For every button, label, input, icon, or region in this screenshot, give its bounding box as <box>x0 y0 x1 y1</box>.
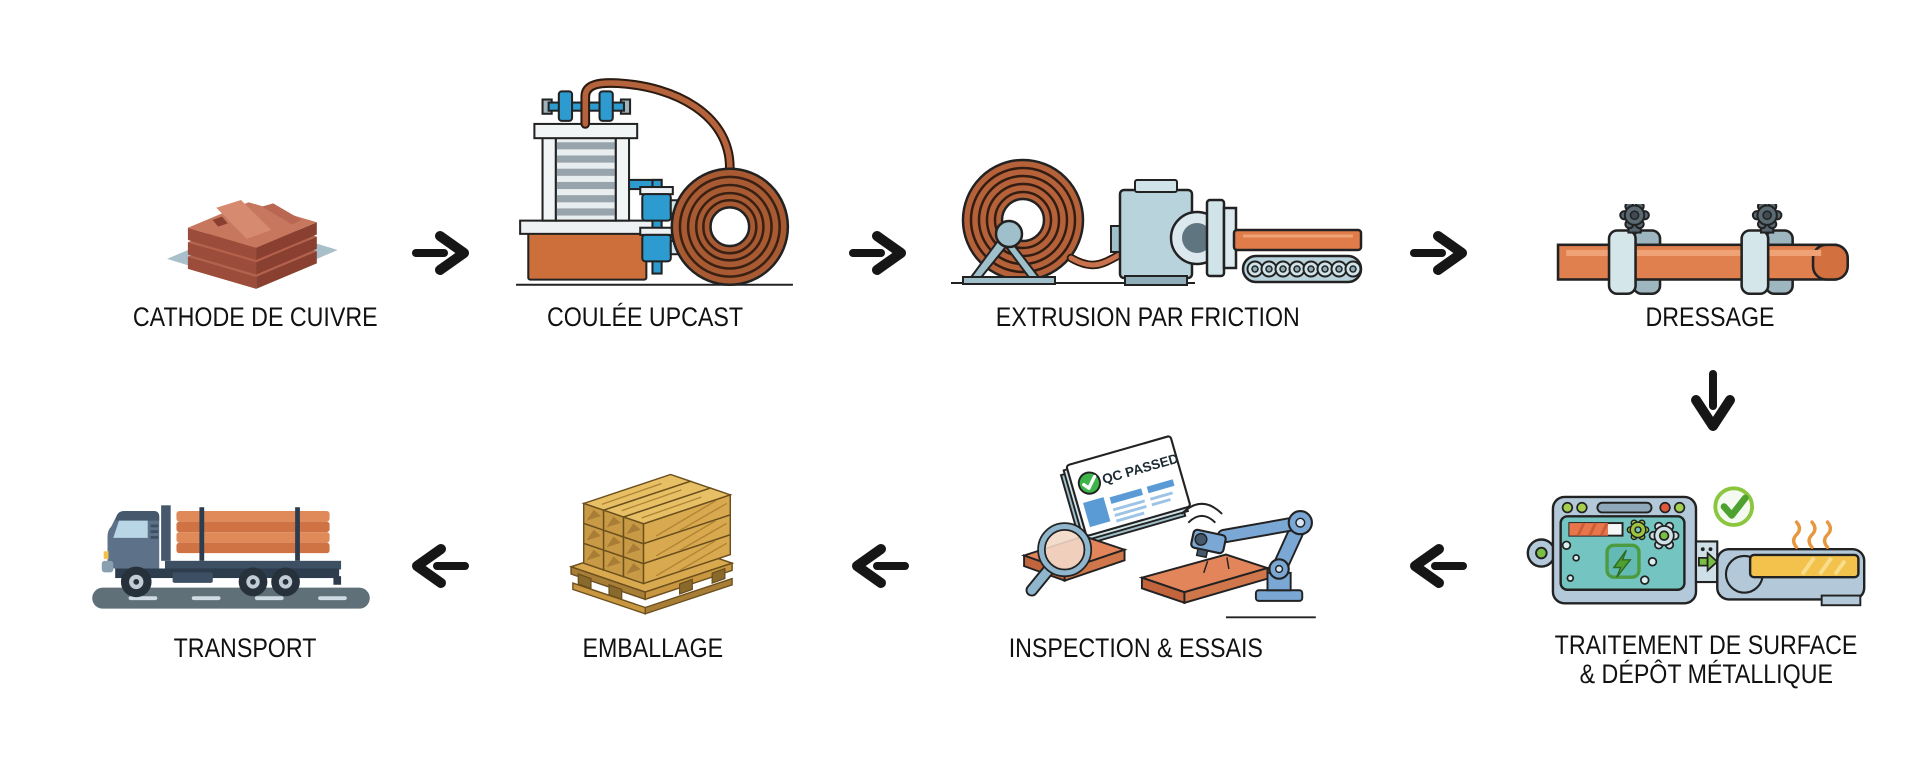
step-label-text: TRANSPORT <box>173 633 317 663</box>
step-coulee-upcast <box>512 78 797 292</box>
flatbed-truck-icon <box>92 505 370 609</box>
flow-arrow-2-right-icon <box>845 228 911 278</box>
step-label-upcast: COULÉE UPCAST <box>465 303 825 332</box>
flow-arrow-5-left-icon <box>1405 541 1471 591</box>
step-label-cathode: CATHODE DE CUIVRE <box>75 303 435 332</box>
step-label-dressage: DRESSAGE <box>1530 303 1890 332</box>
step-label-text: COULÉE UPCAST <box>546 302 744 332</box>
rod-straightening-clamps-icon <box>1556 204 1849 296</box>
step-label-transport: TRANSPORT <box>65 634 425 663</box>
flow-arrow-7-left-icon <box>407 541 473 591</box>
step-label-emballage: EMBALLAGE <box>473 634 833 663</box>
step-traitement-de-surface <box>1522 462 1870 617</box>
upcast-casting-machine-icon <box>516 78 793 287</box>
step-label-text: DRESSAGE <box>1645 302 1775 332</box>
step-label-text: EMBALLAGE <box>582 633 724 663</box>
flow-arrow-1-right-icon <box>408 228 474 278</box>
step-label-extrusion: EXTRUSION PAR FRICTION <box>968 303 1328 332</box>
flow-arrow-6-left-icon <box>847 541 913 591</box>
flow-arrow-3-right-icon <box>1406 228 1472 278</box>
step-dressage <box>1556 204 1862 306</box>
step-cathode-de-cuivre <box>150 150 368 300</box>
step-extrusion-par-friction <box>945 138 1365 288</box>
friction-extrusion-machine-icon <box>951 158 1363 286</box>
step-label-traitement: TRAITEMENT DE SURFACE & DÉPÔT MÉTALLIQUE <box>1526 631 1886 689</box>
pallet-with-crates-icon <box>568 473 735 615</box>
step-emballage <box>562 458 752 624</box>
inspection-robot-arm-icon: QC PASSED <box>1021 435 1316 619</box>
surface-treatment-machine-icon <box>1526 486 1866 607</box>
step-label-text: CATHODE DE CUIVRE <box>132 302 378 332</box>
step-inspection-essais: QC PASSED <box>1018 428 1318 626</box>
step-label-text-line2: & DÉPÔT MÉTALLIQUE <box>1579 659 1833 689</box>
step-transport <box>92 490 370 624</box>
step-label-text: INSPECTION & ESSAIS <box>1008 633 1264 663</box>
copper-cathode-stack-icon <box>167 200 338 289</box>
step-label-text: EXTRUSION PAR FRICTION <box>995 302 1301 332</box>
step-label-inspection: INSPECTION & ESSAIS <box>956 634 1316 663</box>
step-label-text-line1: TRAITEMENT DE SURFACE <box>1554 630 1858 660</box>
flow-arrow-4-down-icon <box>1688 366 1738 440</box>
